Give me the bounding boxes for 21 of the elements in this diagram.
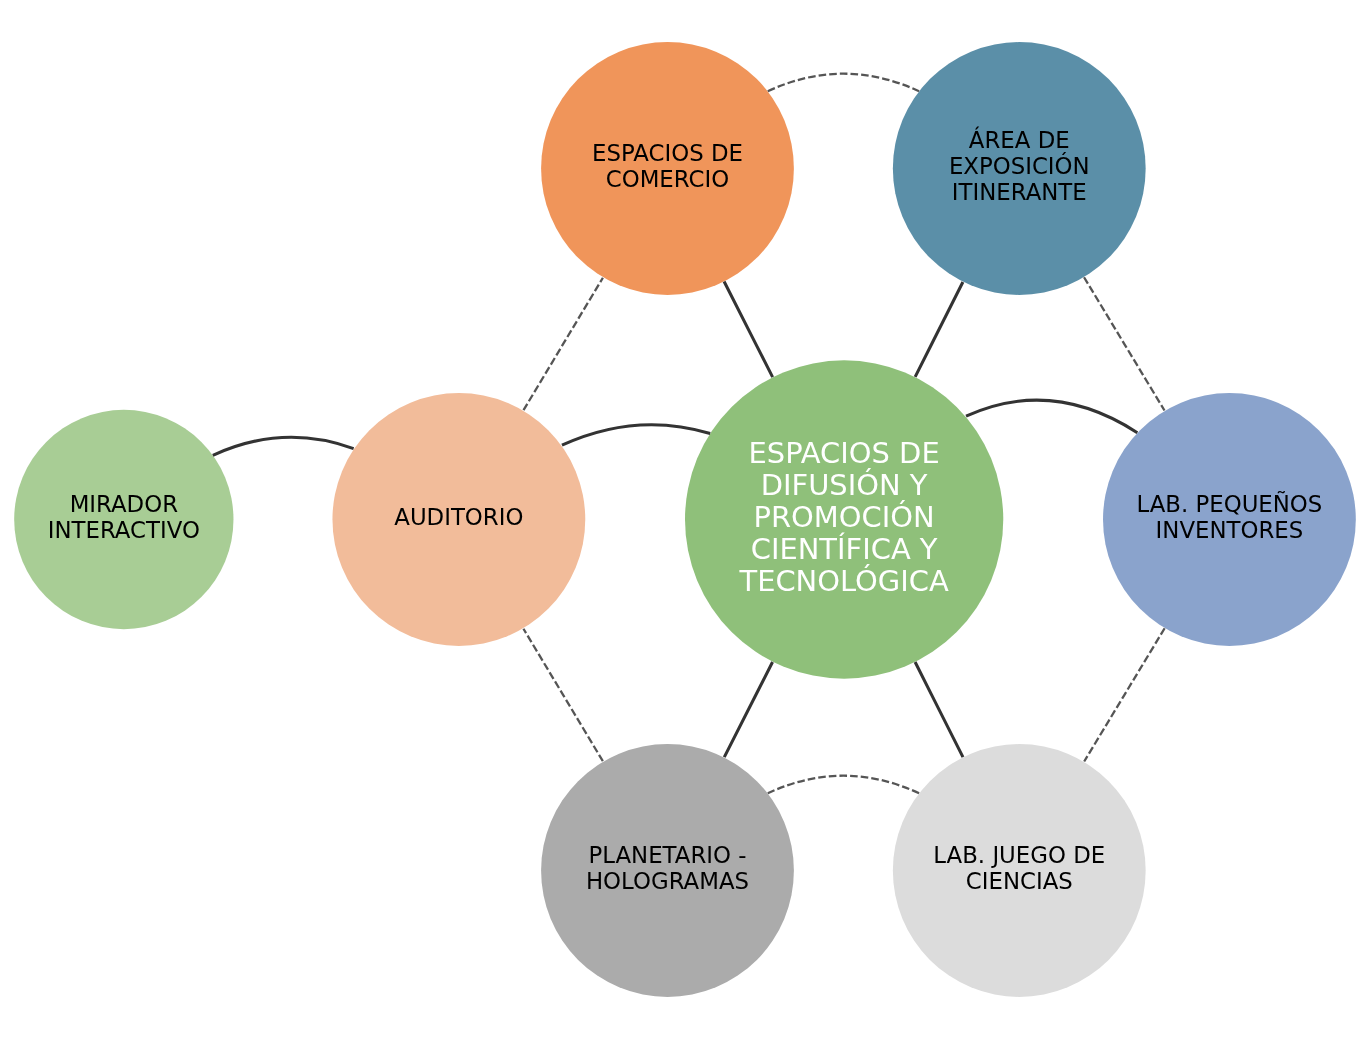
node-circle: ESPACIOS DE COMERCIO xyxy=(541,41,794,295)
node-circle: PLANETARIO - HOLOGRAMAS xyxy=(541,743,794,997)
connector xyxy=(767,774,920,794)
connector xyxy=(722,660,774,758)
connector xyxy=(767,72,920,92)
connector xyxy=(1083,627,1166,762)
connector xyxy=(722,280,774,378)
node-circle: AUDITORIO xyxy=(332,392,586,646)
connector xyxy=(1083,276,1166,411)
connector xyxy=(522,627,604,762)
node-circle: ESPACIOS DE DIFUSIÓN Y PROMOCIÓN CIENTÍFICA Y TECNOLÓGICA xyxy=(685,359,1004,679)
connector xyxy=(965,398,1139,434)
connector xyxy=(212,435,355,457)
connector xyxy=(561,422,711,447)
node-circle: MIRADOR INTERACTIVO xyxy=(14,409,234,629)
node-circle: ÁREA DE EXPOSICIÓN ITINERANTE xyxy=(892,41,1146,295)
node-circle: LAB. JUEGO DE CIENCIAS xyxy=(892,743,1146,997)
node-circle: LAB. PEQUEÑOS INVENTORES xyxy=(1103,392,1356,646)
connector xyxy=(913,280,965,378)
connector xyxy=(522,276,604,411)
connector xyxy=(913,660,965,758)
